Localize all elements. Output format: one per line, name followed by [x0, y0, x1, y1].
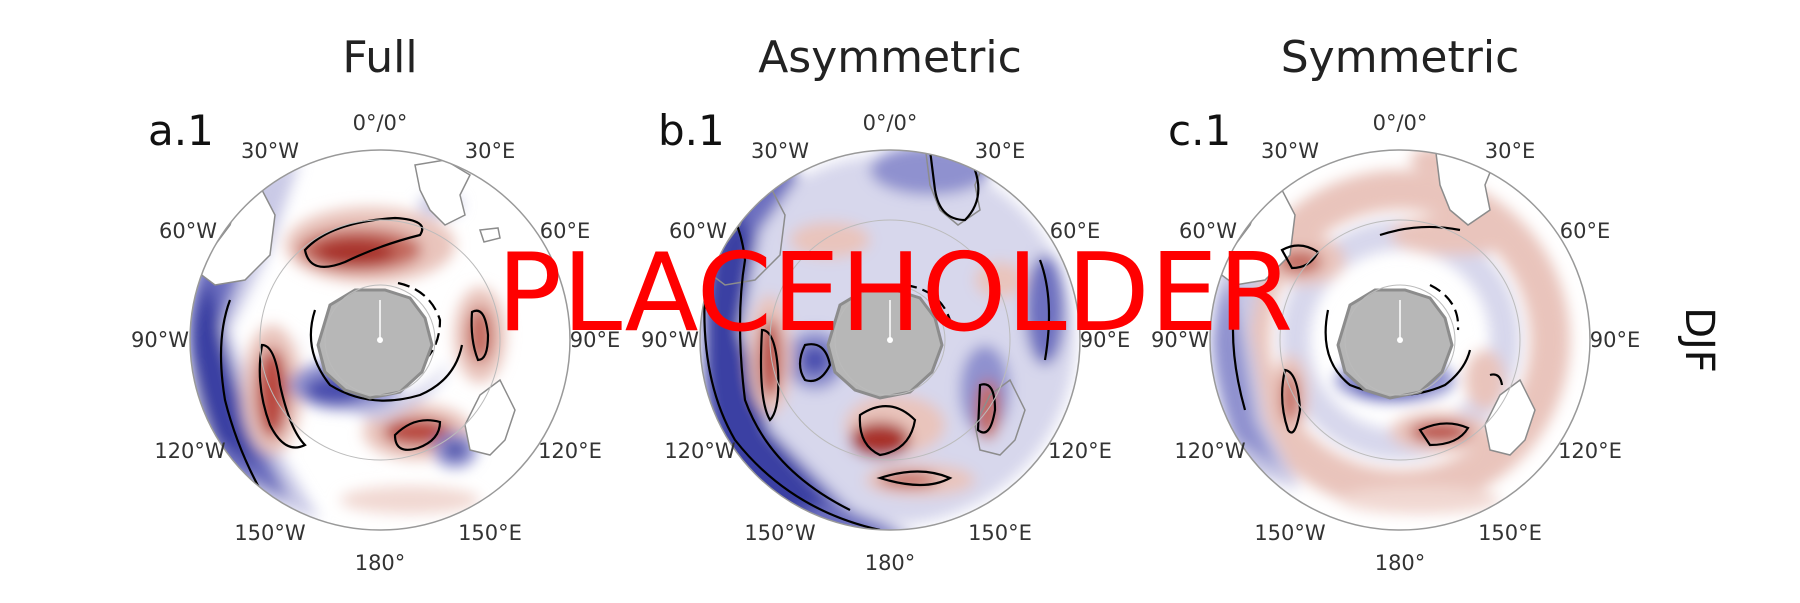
panel-c: Symmetric c.1 — [1151, 32, 1640, 575]
lon-label: 90°W — [1151, 328, 1209, 352]
lon-label: 60°E — [1560, 219, 1611, 243]
panel-title: Symmetric — [1281, 32, 1520, 83]
latitude-circle — [324, 284, 436, 396]
latitude-circle — [259, 219, 501, 461]
lon-label: 180° — [355, 551, 406, 575]
latitude-circle — [1344, 284, 1456, 396]
lon-label: 150°W — [744, 521, 816, 545]
lon-label: 30°W — [1261, 139, 1319, 163]
panel-title: Full — [342, 32, 417, 83]
lon-label: 120°W — [664, 439, 736, 463]
panel-a: Full a.1 — [131, 32, 620, 575]
lon-label: 30°W — [751, 139, 809, 163]
lon-label: 60°E — [1050, 219, 1101, 243]
latitude-circle — [1279, 219, 1521, 461]
lon-label: 150°E — [458, 521, 522, 545]
panel-label: c.1 — [1168, 106, 1231, 155]
anomaly-field — [190, 159, 516, 520]
lon-label: 150°E — [1478, 521, 1542, 545]
anomaly-field — [703, 150, 1075, 530]
boundary-circle — [189, 149, 571, 531]
lon-label: 90°W — [131, 328, 189, 352]
lon-label: 30°W — [241, 139, 299, 163]
lon-label: 180° — [1375, 551, 1426, 575]
lon-label: 30°E — [465, 139, 516, 163]
lon-label: 120°W — [1174, 439, 1246, 463]
lon-label: 120°E — [1048, 439, 1112, 463]
lon-label: 60°W — [1179, 219, 1237, 243]
panel-b: Asymmetric b.1 — [641, 32, 1130, 575]
lon-label: 90°E — [1590, 328, 1641, 352]
lon-label: 150°W — [234, 521, 306, 545]
lon-label: 120°E — [538, 439, 602, 463]
boundary-circle — [1209, 149, 1591, 531]
longitude-labels: 0°/0° 30°E 60°E 90°E 120°E 150°E 180° 15… — [1151, 111, 1640, 575]
latitude-circle — [769, 219, 1011, 461]
lon-label: 150°E — [968, 521, 1032, 545]
lon-label: 90°E — [1080, 328, 1131, 352]
lon-label: 60°W — [669, 219, 727, 243]
lon-label: 0°/0° — [1373, 111, 1428, 135]
lon-label: 30°E — [1485, 139, 1536, 163]
lon-label: 0°/0° — [863, 111, 918, 135]
lon-label: 90°W — [641, 328, 699, 352]
latitude-circle — [834, 284, 946, 396]
lon-label: 0°/0° — [353, 111, 408, 135]
lon-label: 90°E — [570, 328, 621, 352]
placeholder-watermark: PLACEHOLDER — [497, 231, 1293, 356]
lon-label: 120°E — [1558, 439, 1622, 463]
lon-label: 180° — [865, 551, 916, 575]
boundary-circle — [699, 149, 1081, 531]
longitude-labels: 0°/0° 30°E 60°E 90°E 120°E 150°E 180° 15… — [131, 111, 620, 575]
lon-label: 60°W — [159, 219, 217, 243]
panel-title: Asymmetric — [758, 32, 1022, 83]
lon-label: 120°W — [154, 439, 226, 463]
lon-label: 30°E — [975, 139, 1026, 163]
panel-label: a.1 — [148, 106, 214, 155]
lon-label: 150°W — [1254, 521, 1326, 545]
longitude-labels: 0°/0° 30°E 60°E 90°E 120°E 150°E 180° 15… — [641, 111, 1130, 575]
season-label: DJF — [1676, 307, 1722, 373]
lon-label: 60°E — [540, 219, 591, 243]
anomaly-field — [1212, 150, 1570, 514]
panel-label: b.1 — [658, 106, 725, 155]
